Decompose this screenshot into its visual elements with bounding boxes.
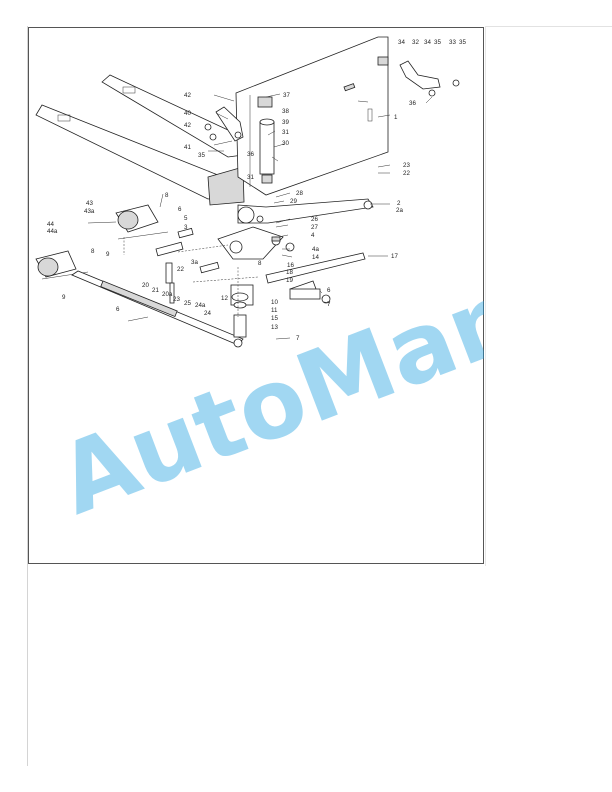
small-parts [155,83,356,338]
callout-label: 17 [391,253,398,260]
callout-label: 8 [91,248,95,255]
callout-label: 7 [296,335,300,342]
callout-label: 35 [434,39,441,46]
callout-label: 1 [394,114,398,121]
callout-label: 6 [178,206,182,213]
pump-block [217,226,284,260]
diagram-frame [28,27,484,564]
wheel-housing-44 [35,250,89,280]
callout-label: 4 [311,232,315,239]
callout-label: 29 [290,198,297,205]
callout-label: 30 [282,140,289,147]
callout-label: 25 [184,300,191,307]
page-right-rule [485,26,486,566]
callout-label: 34 [424,39,431,46]
callout-label: 10 [271,299,278,306]
callout-label: 14 [312,254,319,261]
callout-label: 9 [62,294,66,301]
callout-label: 12 [221,295,228,302]
callout-label: 20 [142,282,149,289]
fork-assembly [35,74,245,206]
callout-label: 28 [296,190,303,197]
wheel-housing-43 [115,204,169,240]
callout-label: 2 [397,200,401,207]
callout-label: 3a [191,259,198,266]
push-rod-6 [71,270,244,348]
callout-label: 19 [286,277,293,284]
page-margin-line [27,26,28,766]
backrest-plate [235,36,389,196]
callout-label: 16 [287,262,294,269]
callout-label: 37 [283,92,290,99]
lever-arm [204,106,244,142]
callout-label: 32 [412,39,419,46]
callout-label: 43a [84,208,95,215]
callout-label: 44a [47,228,58,235]
rod-end-6 [289,288,331,304]
callout-label: 36 [409,100,416,107]
hydraulic-cylinder [259,118,275,184]
callout-label: 38 [282,108,289,115]
callout-label: 15 [271,315,278,322]
callout-label: 6 [116,306,120,313]
callout-label: 44 [47,221,54,228]
callout-label: 36 [247,151,254,158]
callout-label: 8 [258,260,262,267]
callout-label: 6 [327,287,331,294]
callout-label: 24a [195,302,206,309]
callout-label: 4a [312,246,319,253]
callout-label: 8 [165,192,169,199]
callout-label: 2a [396,207,403,214]
callout-label: 34 [398,39,405,46]
callout-label: 40 [184,110,191,117]
callout-label: 13 [271,324,278,331]
callout-label: 33 [449,39,456,46]
callout-label: 7 [327,301,331,308]
callout-label: 22 [177,266,184,273]
callout-label: 39 [282,119,289,126]
callout-label: 43 [86,200,93,207]
push-rod-2 [237,198,374,224]
callout-label: 42 [184,122,191,129]
callout-label: 18 [286,269,293,276]
callout-label: 27 [311,224,318,231]
callout-label: 26 [311,216,318,223]
callout-label: 23 [173,296,180,303]
callout-label: 21 [152,287,159,294]
callout-label: 9 [106,251,110,258]
callout-label: 35 [198,152,205,159]
callout-label: 5 [184,215,188,222]
page-top-rule [485,26,612,27]
exploded-parts-diagram: 34 32 34 35 33 35 36 1 42 37 40 38 39 42… [35,36,484,536]
callout-label: 31 [282,129,289,136]
callout-label: 22 [403,170,410,177]
bracket-32 [399,60,460,97]
callout-label: 41 [184,144,191,151]
callout-label: 23 [403,162,410,169]
callout-label: 20a [162,291,173,298]
callout-label: 11 [271,307,278,314]
leader-lines [87,93,433,340]
callout-label: 35 [459,39,466,46]
callout-label: 31 [247,174,254,181]
callout-label: 42 [184,92,191,99]
callout-labels: 34 32 34 35 33 35 36 1 42 37 40 38 39 42… [47,39,466,342]
callout-label: 3 [184,224,188,231]
callout-label: 24 [204,310,211,317]
